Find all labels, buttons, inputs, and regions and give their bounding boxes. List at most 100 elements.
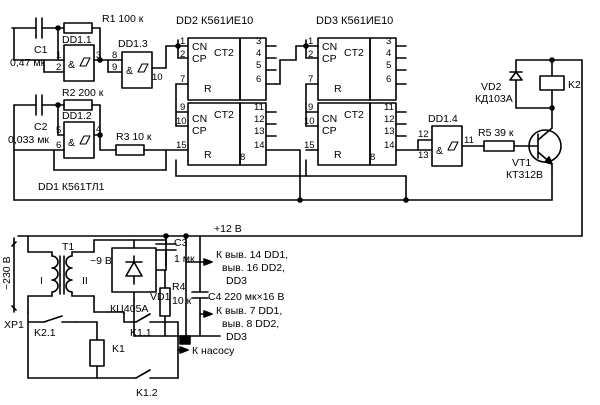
dd3-pin-3: 3 [386, 36, 391, 47]
wind2-label: II [82, 275, 88, 287]
t1-label: T1 [62, 241, 74, 253]
dd2-pin-7: 7 [180, 74, 185, 85]
dd3-pin-15: 15 [304, 140, 315, 151]
dd1-2-label: DD1.2 [62, 110, 92, 122]
vt1-type: КТ312В [506, 169, 543, 181]
dd3-cp-b: CP [322, 125, 337, 137]
chip-dd3: DD3 К561ИЕ10 CN CP CT2 R CN CP CT2 R 1 2… [275, 15, 419, 201]
dd2-cn-a: CN [192, 41, 207, 53]
dd2-ct-b: CT2 [214, 109, 234, 121]
capacitor-c4: C4 220 мк×16 В [191, 235, 284, 337]
dd3-pin-5: 5 [386, 60, 391, 71]
dd3-ct-a: CT2 [344, 47, 364, 59]
dd1-3-label: DD1.3 [118, 38, 148, 50]
dd3-pin-4: 4 [386, 48, 391, 59]
dd1-3-amp: & [126, 65, 133, 77]
dd1-pin-5: 5 [56, 125, 61, 136]
dd2-ct-a: CT2 [214, 47, 234, 59]
r5-label: R5 39 к [478, 127, 514, 139]
dd1-1-amp: & [68, 59, 75, 71]
dd1-4-amp: & [436, 145, 443, 157]
dd2-pin-1: 1 [180, 36, 185, 47]
k1-label: K1 [112, 343, 125, 355]
plug-xp1: ~230 В XP1 [1, 235, 29, 331]
c1-value: 0,47 мк [10, 57, 46, 69]
dd3-pin-11: 11 [384, 102, 394, 113]
dd1-name: DD1 К561ТЛ1 [38, 181, 105, 193]
k2-label: K2 [568, 79, 581, 91]
dd2-r-a: R [204, 83, 212, 95]
dd2-cn-b: CN [192, 113, 207, 125]
dd1-pin-11: 11 [464, 135, 474, 146]
dd3-pin-13: 13 [384, 126, 395, 137]
bridge-vd1: VD1 КЦ405А [93, 239, 171, 315]
dd2-pin-13: 13 [254, 126, 265, 137]
relay-contacts-k1: K1.1 K1.2 К насосу [107, 311, 235, 399]
chip-dd2: DD2 К561ИЕ10 CN CP CT2 R CN CP CT2 R 1 2… [165, 15, 301, 166]
c1-label: C1 [34, 44, 48, 56]
pin-10: 10 [152, 72, 163, 83]
relay-contact-k2-1: K2.1 [27, 311, 77, 379]
dd3-ct-b: CT2 [344, 109, 364, 121]
dd3-cp-a: CP [322, 53, 337, 65]
vd2-type: КД103А [475, 93, 513, 105]
dd1-pin-4: 4 [96, 124, 101, 135]
k1-1-label: K1.1 [130, 327, 152, 339]
dd2-pin-2: 2 [180, 49, 185, 60]
vd1-type: КЦ405А [110, 303, 148, 315]
dd2-r-b: R [204, 149, 212, 161]
c3-label: C3 [174, 237, 188, 249]
dd3-pin-14: 14 [384, 140, 395, 151]
dd2-pin-8: 8 [240, 152, 245, 163]
dd3-pin-10: 10 [304, 116, 315, 127]
pwr1-line-b: выв. 16 DD2, [222, 262, 285, 274]
dd3-pin-7: 7 [308, 74, 313, 85]
transformer-t1: T1 I II ~9 В [27, 241, 112, 297]
pin-9: 9 [112, 62, 117, 73]
relay-coil-k1: K1 [75, 321, 125, 379]
k2-1-label: K2.1 [34, 327, 56, 339]
capacitor-c2: C2 0,033 мк [8, 94, 59, 146]
dd3-pin-6: 6 [386, 74, 391, 85]
c2-label: C2 [34, 121, 48, 133]
dd3-cn-a: CN [322, 41, 337, 53]
gate-dd1-2: DD1.2 & 5 6 4 [53, 110, 103, 159]
c2-value: 0,033 мк [8, 134, 49, 146]
vd2-label: VD2 [481, 81, 502, 93]
c3-value: 1 мк [174, 253, 195, 265]
dd2-name: DD2 К561ИЕ10 [176, 15, 253, 27]
pwr2-line-a: К выв. 7 DD1, [216, 305, 282, 317]
dd3-pin-9: 9 [308, 102, 313, 113]
resistor-r1: R1 100 к [57, 13, 144, 61]
wind1-label: I [40, 275, 43, 287]
dd1-pin-12: 12 [418, 129, 429, 140]
resistor-r3: R3 10 к [99, 131, 167, 156]
k1-2-label: K1.2 [136, 387, 158, 399]
dd2-pin-3: 3 [256, 36, 261, 47]
gate-dd1-1: DD1.1 & 1 2 3 [13, 27, 109, 82]
secondary-voltage: ~9 В [90, 255, 112, 267]
dd2-cp-b: CP [192, 125, 207, 137]
pwr1-line-c: DD3 [226, 275, 247, 287]
dd2-pin-9: 9 [180, 102, 185, 113]
dd3-name: DD3 К561ИЕ10 [316, 15, 393, 27]
gate-dd1-3: DD1.3 & 8 9 10 [107, 38, 167, 89]
dd1-1-label: DD1.1 [62, 34, 92, 46]
dd3-r-a: R [334, 83, 342, 95]
r2-label: R2 200 к [62, 87, 104, 99]
c4-label: C4 220 мк×16 В [208, 291, 284, 303]
dd3-cn-b: CN [322, 113, 337, 125]
pin-8: 8 [112, 50, 117, 61]
mains-label: ~230 В [1, 256, 13, 290]
dd3-pin-12: 12 [384, 114, 395, 125]
dd1-4-label: DD1.4 [428, 113, 458, 125]
r3-label: R3 10 к [116, 131, 152, 143]
dd2-cp-a: CP [192, 53, 207, 65]
dd2-pin-15: 15 [176, 140, 187, 151]
dd2-pin-10: 10 [176, 116, 187, 127]
pump-label: К насосу [192, 345, 235, 357]
gate-dd1-4: DD1.4 & 12 13 11 [417, 113, 483, 167]
resistor-r2: R2 200 к [57, 87, 104, 136]
resistor-r4: R4 10 к [159, 269, 192, 337]
